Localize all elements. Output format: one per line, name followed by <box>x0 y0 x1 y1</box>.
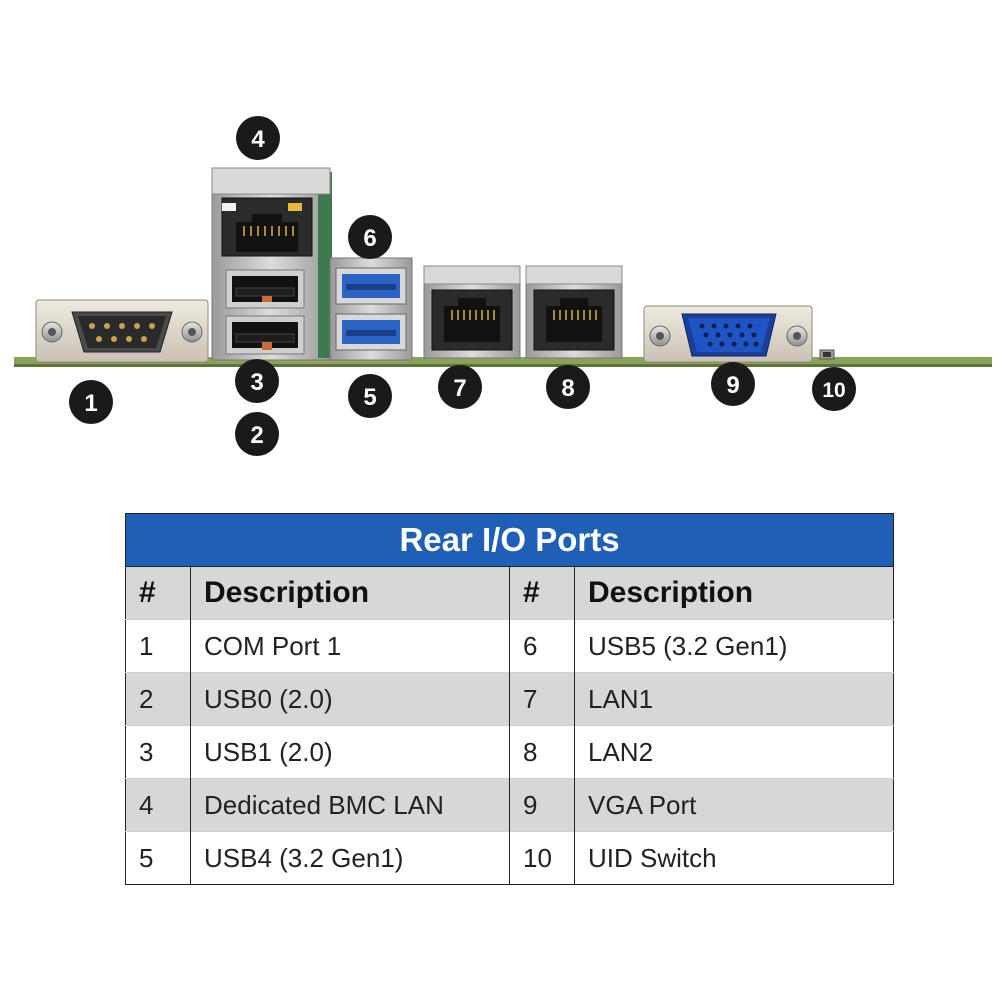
callout-4: 4 <box>236 116 280 160</box>
svg-text:9: 9 <box>726 372 739 399</box>
usb3-stack <box>329 257 413 361</box>
rear-io-ports-table: Rear I/O Ports # Description # Descripti… <box>125 513 895 885</box>
callout-3: 3 <box>235 359 279 403</box>
port-number: 8 <box>509 725 575 779</box>
port-description: USB1 (2.0) <box>190 725 510 779</box>
header-number-right: # <box>509 566 575 620</box>
bmc-lan-usb2-stack <box>211 167 332 361</box>
port-number: 4 <box>125 778 191 832</box>
port-number: 3 <box>125 725 191 779</box>
svg-text:2: 2 <box>250 422 263 449</box>
callout-5: 5 <box>348 374 392 418</box>
header-number-left: # <box>125 566 191 620</box>
callout-7: 7 <box>438 365 482 409</box>
port-description: COM Port 1 <box>190 619 510 673</box>
callout-1: 1 <box>69 380 113 424</box>
callout-8: 8 <box>546 365 590 409</box>
callout-6: 6 <box>348 215 392 259</box>
port-description: USB4 (3.2 Gen1) <box>190 831 510 885</box>
port-description: LAN1 <box>573 672 894 726</box>
svg-text:10: 10 <box>822 379 845 402</box>
port-number: 2 <box>125 672 191 726</box>
port-description: USB0 (2.0) <box>190 672 510 726</box>
port-number: 10 <box>509 831 575 885</box>
vga-connector <box>643 305 813 363</box>
table-row: 4 Dedicated BMC LAN 9 VGA Port <box>125 778 894 832</box>
port-description: VGA Port <box>573 778 894 832</box>
port-number: 6 <box>509 619 575 673</box>
uid-switch <box>819 349 835 360</box>
callout-9: 9 <box>711 362 755 406</box>
callout-2: 2 <box>235 412 279 456</box>
svg-text:3: 3 <box>250 369 263 396</box>
svg-text:4: 4 <box>251 126 265 153</box>
motherboard-edge <box>14 357 992 367</box>
port-number: 9 <box>509 778 575 832</box>
svg-text:6: 6 <box>363 225 376 252</box>
svg-text:8: 8 <box>561 375 574 402</box>
table-title: Rear I/O Ports <box>125 513 894 567</box>
header-description-left: Description <box>190 566 510 620</box>
port-description: USB5 (3.2 Gen1) <box>573 619 894 673</box>
table-row: 3 USB1 (2.0) 8 LAN2 <box>125 725 894 779</box>
table-header-row: # Description # Description <box>125 566 894 620</box>
header-description-right: Description <box>573 566 894 620</box>
lan1-connector <box>423 265 521 359</box>
port-number: 5 <box>125 831 191 885</box>
table-row: 1 COM Port 1 6 USB5 (3.2 Gen1) <box>125 619 894 673</box>
com-port-connector <box>35 299 209 363</box>
port-number: 7 <box>509 672 575 726</box>
table-row: 2 USB0 (2.0) 7 LAN1 <box>125 672 894 726</box>
svg-text:5: 5 <box>363 384 376 411</box>
lan2-connector <box>525 265 623 359</box>
callout-10: 10 <box>812 367 856 411</box>
port-number: 1 <box>125 619 191 673</box>
port-description: UID Switch <box>573 831 894 885</box>
table-row: 5 USB4 (3.2 Gen1) 10 UID Switch <box>125 831 894 885</box>
svg-text:7: 7 <box>453 375 466 402</box>
svg-text:1: 1 <box>84 390 97 417</box>
port-description: LAN2 <box>573 725 894 779</box>
port-description: Dedicated BMC LAN <box>190 778 510 832</box>
rear-io-diagram: 1 2 3 4 5 6 7 8 9 10 <box>14 116 992 456</box>
